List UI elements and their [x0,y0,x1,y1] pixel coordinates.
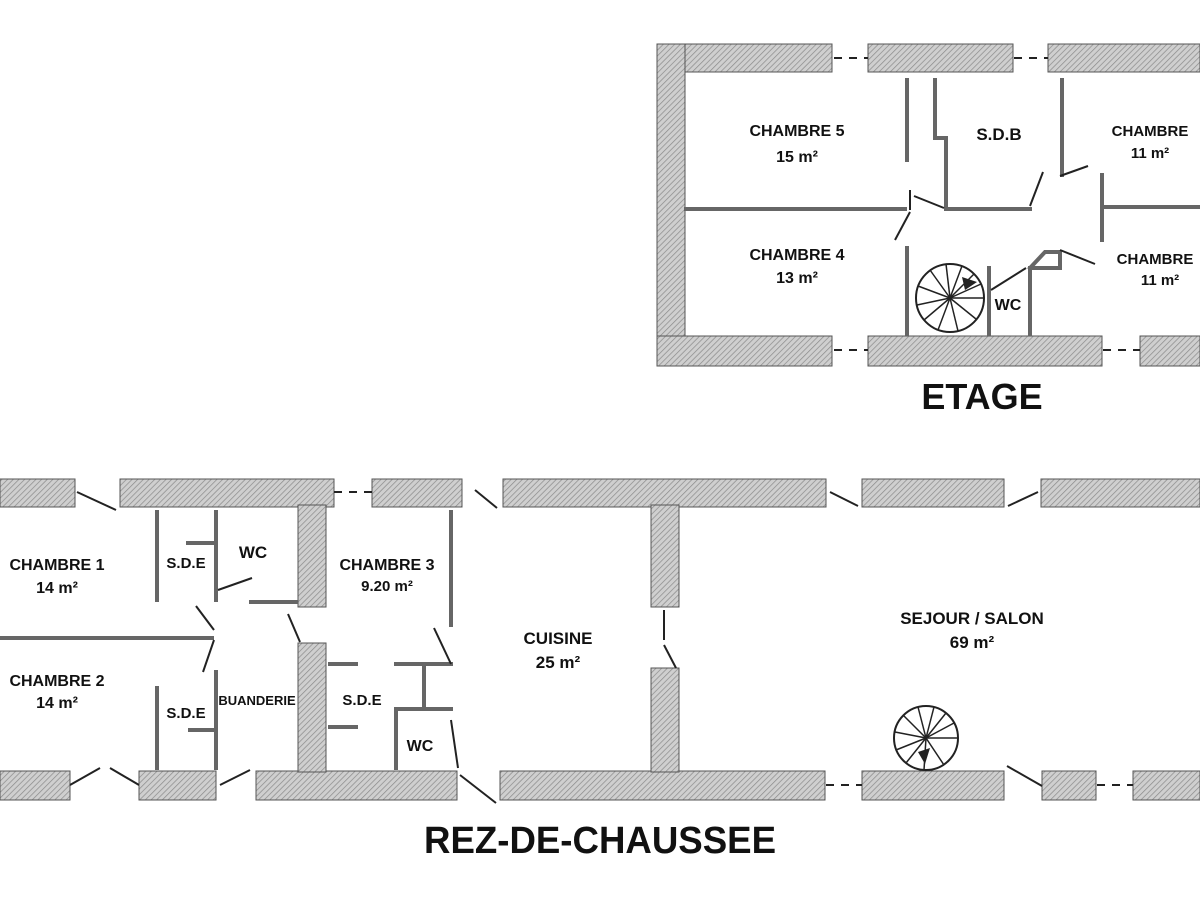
room-name: CHAMBRE 4 [749,247,844,264]
ground-room-labels: CHAMBRE 1 14 m² S.D.E WC CHAMBRE 3 9.20 … [9,543,1043,755]
upper-interior-walls [684,78,1200,336]
room-name: BUANDERIE [218,693,296,708]
room-name: SEJOUR / SALON [900,609,1044,628]
room-name: CHAMBRE 2 [9,673,104,690]
room-area: 13 m² [776,270,818,287]
room-area: 15 m² [776,149,818,166]
ground-exterior-walls [0,478,1200,801]
upper-door-swings [894,165,1096,291]
room-area: 14 m² [36,695,78,712]
ground-interior-walls [0,510,453,770]
room-area: 14 m² [36,580,78,597]
room-name: CHAMBRE [1117,251,1194,268]
room-area: 11 m² [1131,145,1169,162]
room-name: CHAMBRE 3 [339,557,434,574]
room-name: WC [407,738,434,755]
upper-room-labels: CHAMBRE 5 15 m² S.D.B CHAMBRE 11 m² CHAM… [749,123,1193,314]
room-name: S.D.E [166,555,205,572]
room-name: CUISINE [524,629,593,648]
room-name: S.D.E [166,705,205,722]
upper-spiral-staircase-icon [915,263,985,333]
ground-floor: CHAMBRE 1 14 m² S.D.E WC CHAMBRE 3 9.20 … [0,478,1200,862]
upper-floor: CHAMBRE 5 15 m² S.D.B CHAMBRE 11 m² CHAM… [656,43,1200,417]
room-area: 11 m² [1141,272,1179,289]
room-name: CHAMBRE 1 [9,557,104,574]
room-name: S.D.B [976,125,1021,144]
room-area: 25 m² [536,653,581,672]
ground-door-swings [69,489,1043,804]
room-area: 9.20 m² [361,578,413,595]
ground-spiral-staircase-icon [893,705,959,771]
upper-exterior-walls [656,43,1200,367]
room-name: CHAMBRE 5 [749,123,844,140]
room-name: WC [239,543,267,562]
room-name: CHAMBRE [1112,123,1189,140]
ground-window-dashes [334,491,1133,786]
room-name: WC [995,297,1022,314]
room-area: 69 m² [950,633,995,652]
floor-title-upper: ETAGE [921,376,1042,417]
floor-title-ground: REZ-DE-CHAUSSEE [424,820,776,862]
upper-window-dashes [834,57,1140,351]
room-name: S.D.E [342,692,381,709]
